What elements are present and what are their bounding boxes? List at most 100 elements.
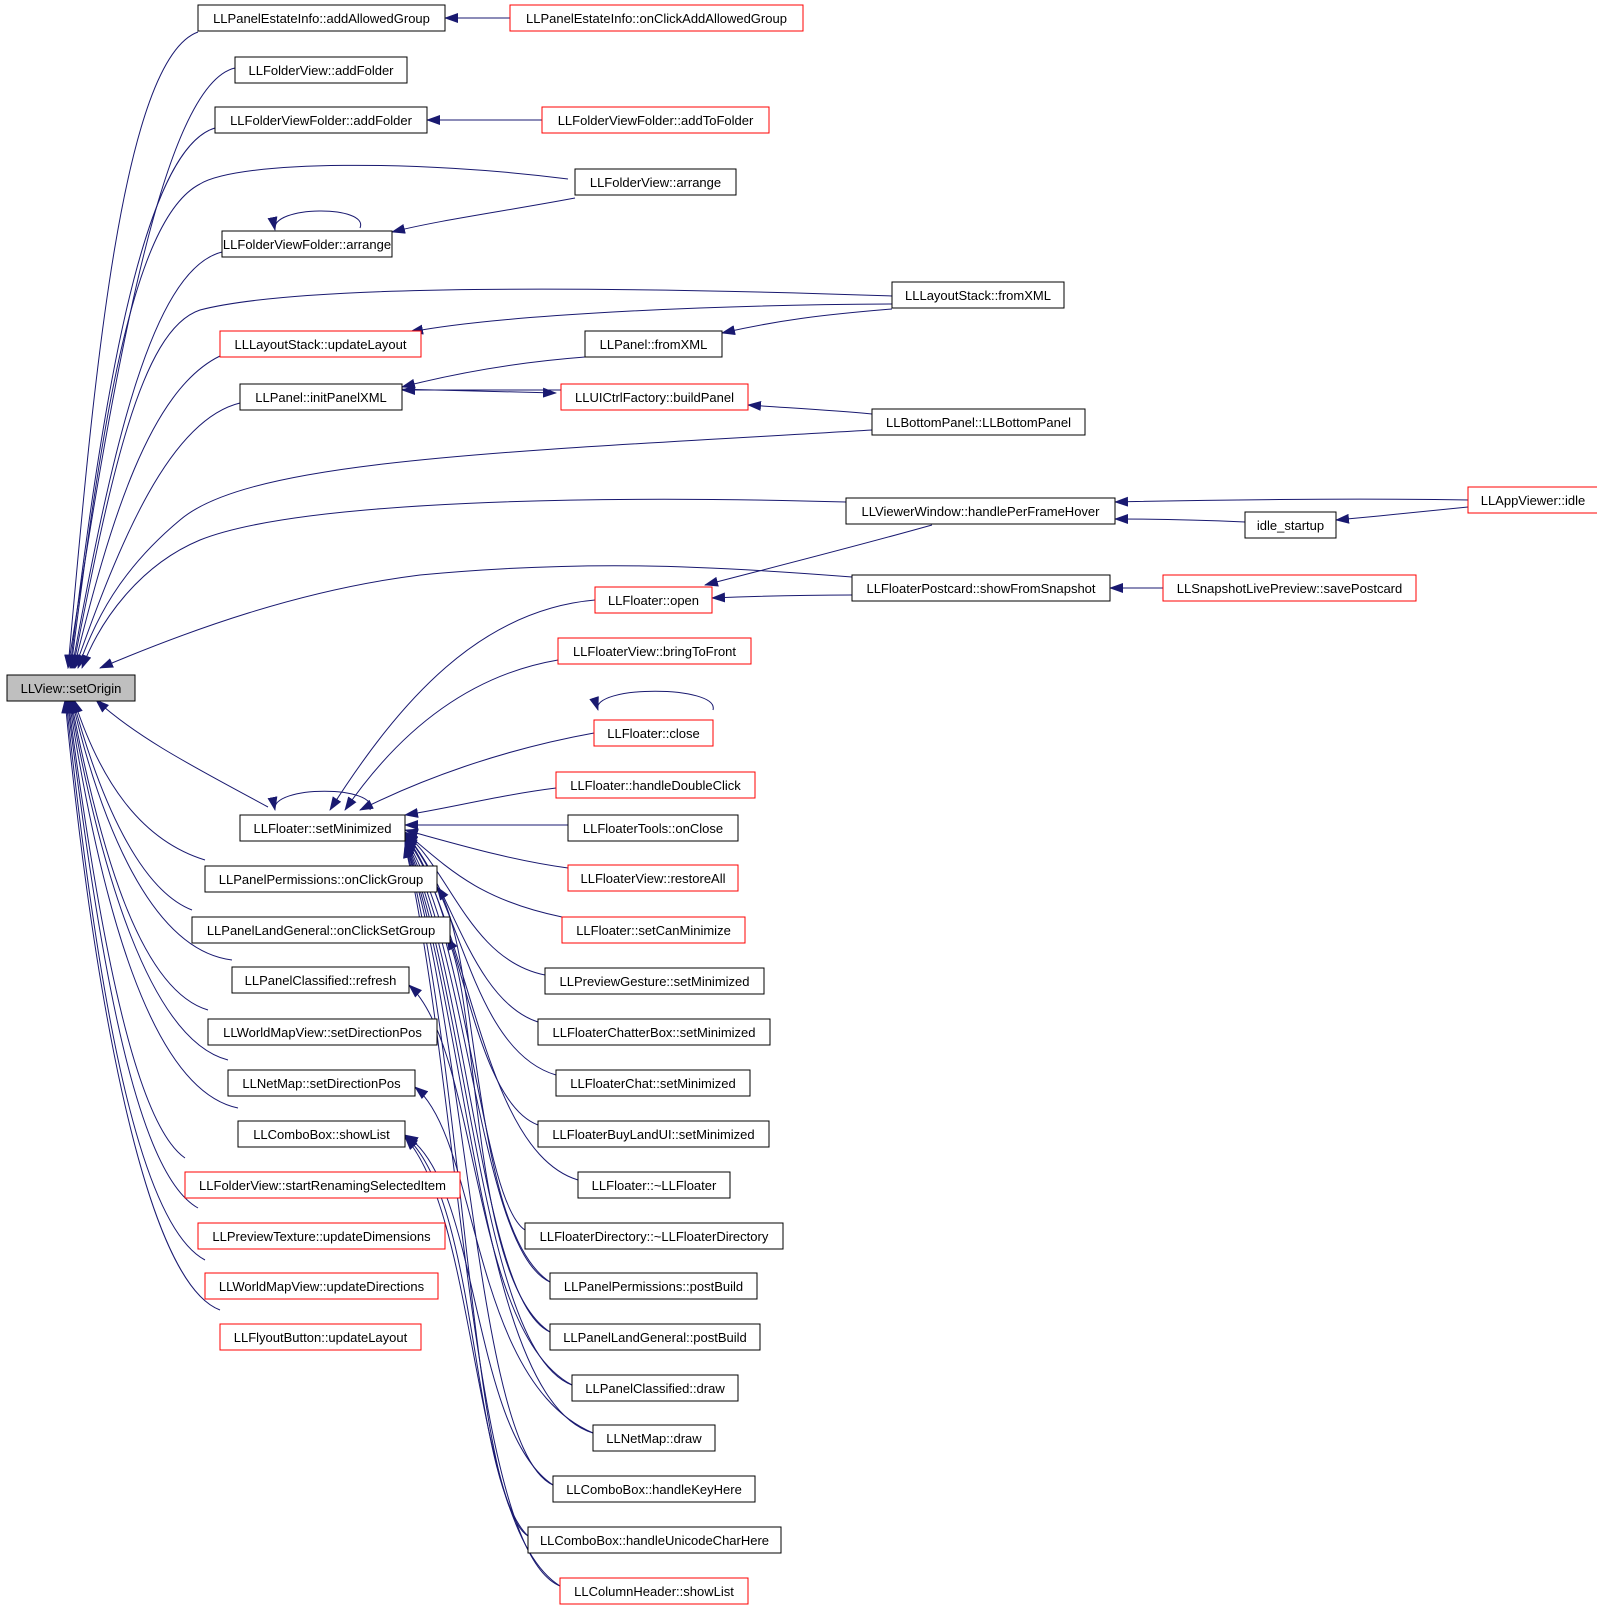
node-label: LLFloater::open <box>608 593 699 608</box>
node-floaterClose[interactable]: LLFloater::close <box>593 719 714 747</box>
node-label: LLComboBox::handleKeyHere <box>566 1482 742 1497</box>
node-buyLandUI[interactable]: LLFloaterBuyLandUI::setMinimized <box>537 1120 770 1148</box>
node-label: LLPanelPermissions::postBuild <box>564 1279 743 1294</box>
node-box <box>219 330 422 358</box>
node-setOrigin[interactable]: LLView::setOrigin <box>6 674 136 702</box>
node-handleDoubleClick[interactable]: LLFloater::handleDoubleClick <box>555 771 756 799</box>
node-bottomPanel[interactable]: LLBottomPanel::LLBottomPanel <box>871 408 1086 436</box>
node-setCanMinimize[interactable]: LLFloater::setCanMinimize <box>561 916 746 944</box>
edge <box>711 592 853 603</box>
node-worldMapSetDir[interactable]: LLWorldMapView::setDirectionPos <box>207 1018 438 1046</box>
node-restoreAll[interactable]: LLFloaterView::restoreAll <box>567 864 739 892</box>
node-onClickAddAllowedGroup[interactable]: LLPanelEstateInfo::onClickAddAllowedGrou… <box>509 4 804 32</box>
node-columnHeaderShowList[interactable]: LLColumnHeader::showList <box>559 1577 749 1605</box>
node-landPostBuild[interactable]: LLPanelLandGeneral::postBuild <box>549 1323 761 1351</box>
node-buildPanel[interactable]: LLUICtrlFactory::buildPanel <box>560 383 749 411</box>
node-box <box>557 637 752 665</box>
node-label: LLFloater::~LLFloater <box>592 1178 717 1193</box>
node-label: LLPreviewTexture::updateDimensions <box>212 1229 431 1244</box>
node-floaterDtor[interactable]: LLFloater::~LLFloater <box>577 1171 731 1199</box>
node-box <box>574 168 737 196</box>
edge <box>414 1086 594 1434</box>
node-label: LLPreviewGesture::setMinimized <box>559 974 749 989</box>
node-comboKeyHere[interactable]: LLComboBox::handleKeyHere <box>552 1475 756 1503</box>
node-floaterChat[interactable]: LLFloaterChat::setMinimized <box>555 1069 751 1097</box>
node-showFromSnapshot[interactable]: LLFloaterPostcard::showFromSnapshot <box>851 574 1111 602</box>
node-label: LLFolderView::arrange <box>590 175 721 190</box>
node-box <box>184 1171 461 1199</box>
node-dirDtor[interactable]: LLFloaterDirectory::~LLFloaterDirectory <box>524 1222 784 1250</box>
edge <box>1114 514 1246 525</box>
node-toolsOnClose[interactable]: LLFloaterTools::onClose <box>567 814 739 842</box>
node-label: LLFloaterPostcard::showFromSnapshot <box>866 581 1095 596</box>
node-floaterOpen[interactable]: LLFloater::open <box>594 586 713 614</box>
node-box <box>237 1120 406 1148</box>
node-updateDimensions[interactable]: LLPreviewTexture::updateDimensions <box>197 1222 446 1250</box>
node-landOnClickSetGroup[interactable]: LLPanelLandGeneral::onClickSetGroup <box>191 916 451 944</box>
node-handleHover[interactable]: LLViewerWindow::handlePerFrameHover <box>845 497 1116 525</box>
edge <box>66 699 239 1109</box>
node-savePostcard[interactable]: LLSnapshotLivePreview::savePostcard <box>1162 574 1417 602</box>
node-box <box>524 1222 784 1250</box>
node-netMapDraw[interactable]: LLNetMap::draw <box>592 1424 716 1452</box>
node-box <box>593 719 714 747</box>
edge <box>446 936 551 1333</box>
edge <box>74 402 241 669</box>
node-fvfArrange[interactable]: LLFolderViewFolder::arrange <box>221 230 393 258</box>
node-box <box>214 106 428 134</box>
node-panelFromXML[interactable]: LLPanel::fromXML <box>584 330 723 358</box>
node-fvfAddFolder[interactable]: LLFolderViewFolder::addFolder <box>214 106 428 134</box>
node-label: LLFloaterDirectory::~LLFloaterDirectory <box>540 1229 769 1244</box>
edge <box>65 67 236 669</box>
node-label: LLWorldMapView::setDirectionPos <box>223 1025 422 1040</box>
node-fvAddFolder[interactable]: LLFolderView::addFolder <box>234 56 408 84</box>
node-box <box>227 1069 416 1097</box>
node-addToFolder[interactable]: LLFolderViewFolder::addToFolder <box>541 106 770 134</box>
node-label: LLView::setOrigin <box>21 681 122 696</box>
node-box <box>555 1069 751 1097</box>
node-lsFromXML[interactable]: LLLayoutStack::fromXML <box>891 281 1065 309</box>
node-box <box>560 383 749 411</box>
node-label: LLFloaterTools::onClose <box>583 821 723 836</box>
node-box <box>555 771 756 799</box>
node-initPanelXML[interactable]: LLPanel::initPanelXML <box>239 383 403 411</box>
node-box <box>567 814 739 842</box>
node-box <box>544 967 765 995</box>
edge <box>359 732 595 811</box>
node-label: LLFolderView::startRenamingSelectedItem <box>199 1178 446 1193</box>
edge <box>409 303 893 335</box>
node-appIdle[interactable]: LLAppViewer::idle <box>1467 486 1597 514</box>
node-idleStartup[interactable]: idle_startup <box>1244 511 1337 539</box>
node-permPostBuild[interactable]: LLPanelPermissions::postBuild <box>549 1272 758 1300</box>
node-permOnClickGroup[interactable]: LLPanelPermissions::onClickGroup <box>204 865 438 893</box>
edge <box>72 355 221 669</box>
node-chatterBox[interactable]: LLFloaterChatterBox::setMinimized <box>537 1018 771 1046</box>
node-flyoutUpdateLayout[interactable]: LLFlyoutButton::updateLayout <box>219 1323 422 1351</box>
node-box <box>239 383 403 411</box>
node-bringToFront[interactable]: LLFloaterView::bringToFront <box>557 637 752 665</box>
node-previewGesture[interactable]: LLPreviewGesture::setMinimized <box>544 967 765 995</box>
node-label: LLLayoutStack::updateLayout <box>234 337 406 352</box>
node-setMinimized[interactable]: LLFloater::setMinimized <box>239 814 406 842</box>
edge <box>403 844 561 1587</box>
node-box <box>584 330 723 358</box>
node-box <box>845 497 1116 525</box>
node-fvArrange[interactable]: LLFolderView::arrange <box>574 168 737 196</box>
node-box <box>567 864 739 892</box>
node-comboShowList[interactable]: LLComboBox::showList <box>237 1120 406 1148</box>
node-startRenaming[interactable]: LLFolderView::startRenamingSelectedItem <box>184 1171 461 1199</box>
node-comboUnicode[interactable]: LLComboBox::handleUnicodeCharHere <box>527 1526 782 1554</box>
node-label: LLPanel::initPanelXML <box>255 390 387 405</box>
node-label: LLSnapshotLivePreview::savePostcard <box>1177 581 1402 596</box>
edge <box>267 790 371 811</box>
node-box <box>219 1323 422 1351</box>
node-classifiedDraw[interactable]: LLPanelClassified::draw <box>571 1374 739 1402</box>
node-label: LLPanelClassified::draw <box>585 1381 725 1396</box>
node-box <box>549 1323 761 1351</box>
node-worldMapUpdateDirs[interactable]: LLWorldMapView::updateDirections <box>204 1272 439 1300</box>
node-box <box>191 916 451 944</box>
node-addAllowedGroup[interactable]: LLPanelEstateInfo::addAllowedGroup <box>197 4 446 32</box>
node-netMapSetDir[interactable]: LLNetMap::setDirectionPos <box>227 1069 416 1097</box>
node-lsUpdateLayout[interactable]: LLLayoutStack::updateLayout <box>219 330 422 358</box>
node-classifiedRefresh[interactable]: LLPanelClassified::refresh <box>231 966 410 994</box>
